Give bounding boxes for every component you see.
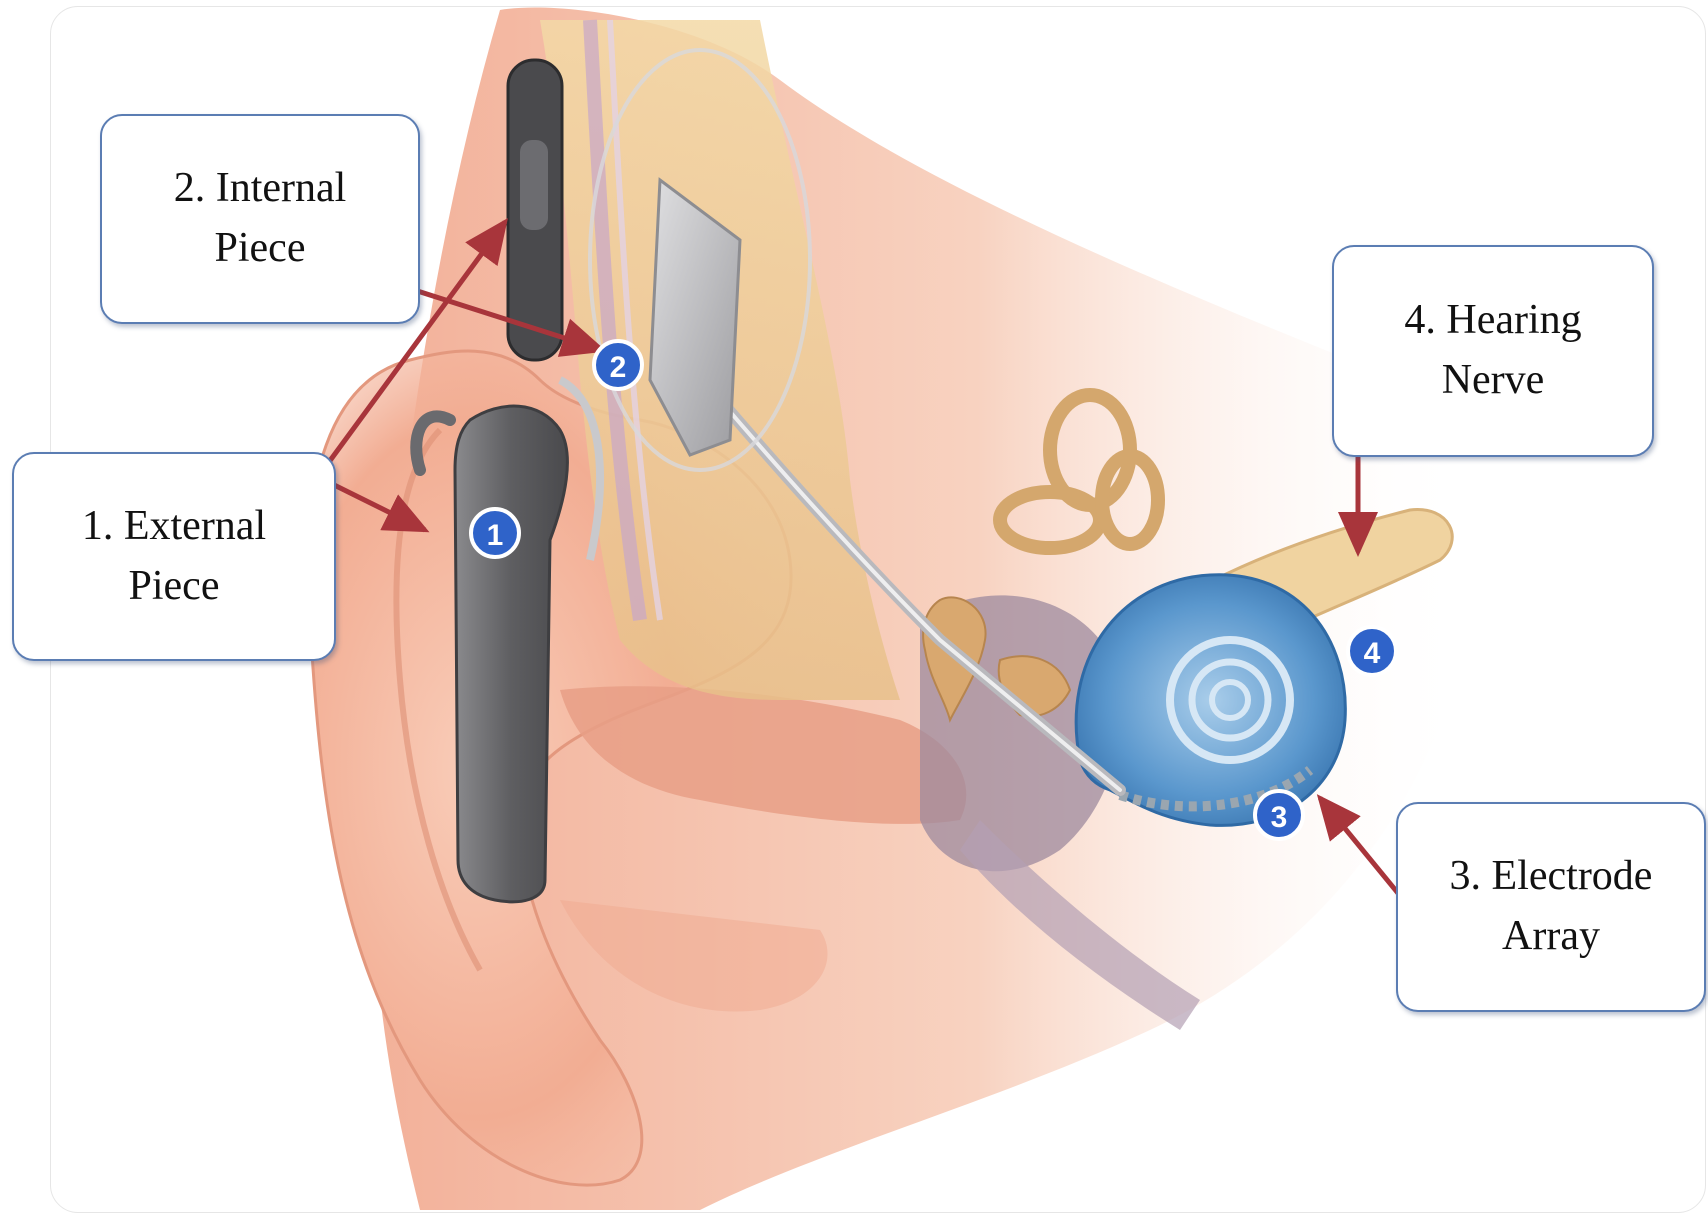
label-external-line2: Piece (82, 557, 266, 617)
badge-4: 4 (1348, 627, 1396, 675)
headpiece-detail (520, 140, 548, 230)
label-internal-line2: Piece (174, 219, 347, 279)
badge-1-number: 1 (487, 519, 504, 552)
label-external-line1: 1. External (82, 497, 266, 557)
label-hearing-nerve: 4. Hearing Nerve (1332, 245, 1654, 457)
label-nerve-line1: 4. Hearing (1404, 291, 1581, 351)
label-electrode-line1: 3. Electrode (1450, 847, 1653, 907)
badge-2: 2 (594, 341, 642, 389)
label-electrode-array: 3. Electrode Array (1396, 802, 1706, 1012)
badge-3: 3 (1255, 791, 1303, 839)
label-external-piece: 1. External Piece (12, 452, 336, 661)
badge-2-number: 2 (610, 351, 627, 384)
badge-3-number: 3 (1271, 801, 1288, 834)
label-internal-line1: 2. Internal (174, 159, 347, 219)
label-electrode-line2: Array (1450, 907, 1653, 967)
label-internal-piece: 2. Internal Piece (100, 114, 420, 324)
badge-1: 1 (471, 509, 519, 557)
label-nerve-line2: Nerve (1404, 351, 1581, 411)
badge-4-number: 4 (1364, 637, 1381, 670)
